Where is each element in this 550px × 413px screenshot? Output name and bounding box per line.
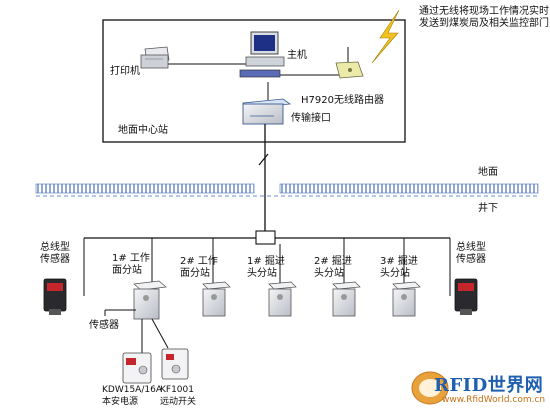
ground-surface-right [279, 183, 539, 194]
power-label: KDW15A/16A本安电源 [102, 385, 162, 407]
ground-station-box [102, 19, 406, 143]
substation-device-icon [332, 281, 361, 317]
sensor-label: 传感器 [89, 320, 119, 331]
sensor-device-icon [454, 278, 478, 315]
bus-sensor-label-left: 总线型传感器 [40, 242, 70, 265]
lightning-icon [371, 9, 400, 64]
interface-label: 传输接口 [291, 113, 331, 124]
substation-label-1: 1# 工作面分站 [112, 253, 150, 276]
watermark-url: www.RfidWorld.com.cn [442, 395, 546, 405]
switch-label: KF1001远动开关 [160, 385, 197, 407]
router-label: H7920无线路由器 [301, 95, 384, 106]
junction-box [255, 230, 276, 245]
surface-label: 地面 [478, 167, 498, 178]
interface-box-icon [241, 98, 292, 125]
watermark: RFID世界网 www.RfidWorld.com.cn [394, 371, 546, 409]
switch-icon [161, 348, 189, 380]
substation-label-3: 1# 掘进头分站 [247, 256, 285, 279]
power-supply-icon [122, 352, 152, 384]
substation-device-icon [202, 281, 231, 317]
printer-icon [140, 46, 170, 69]
router-icon [335, 47, 364, 79]
break-mark [258, 153, 269, 166]
wire-to-switch [151, 318, 169, 349]
ground-station-label: 地面中心站 [118, 125, 168, 136]
substation-label-2: 2# 工作面分站 [180, 256, 218, 279]
rfid-logo-icon [411, 371, 449, 405]
watermark-title: RFID世界网 [434, 375, 544, 396]
underground-label: 井下 [478, 203, 498, 214]
host-label: 主机 [287, 50, 307, 61]
substation-label-5: 3# 掘进头分站 [380, 256, 418, 279]
wireless-note: 通过无线将现场工作情况实时发送到煤炭局及相关监控部门 [419, 6, 549, 29]
substation-device-icon [268, 281, 297, 317]
sensor-device-icon [43, 278, 67, 315]
printer-label: 打印机 [110, 66, 140, 77]
substation-device-icon [392, 281, 421, 317]
computer-icon [239, 31, 285, 78]
substation-label-4: 2# 掘进头分站 [314, 256, 352, 279]
bus-sensor-label-right: 总线型传感器 [456, 242, 486, 265]
substation-device-icon [133, 280, 167, 320]
ground-surface-left [35, 183, 255, 194]
